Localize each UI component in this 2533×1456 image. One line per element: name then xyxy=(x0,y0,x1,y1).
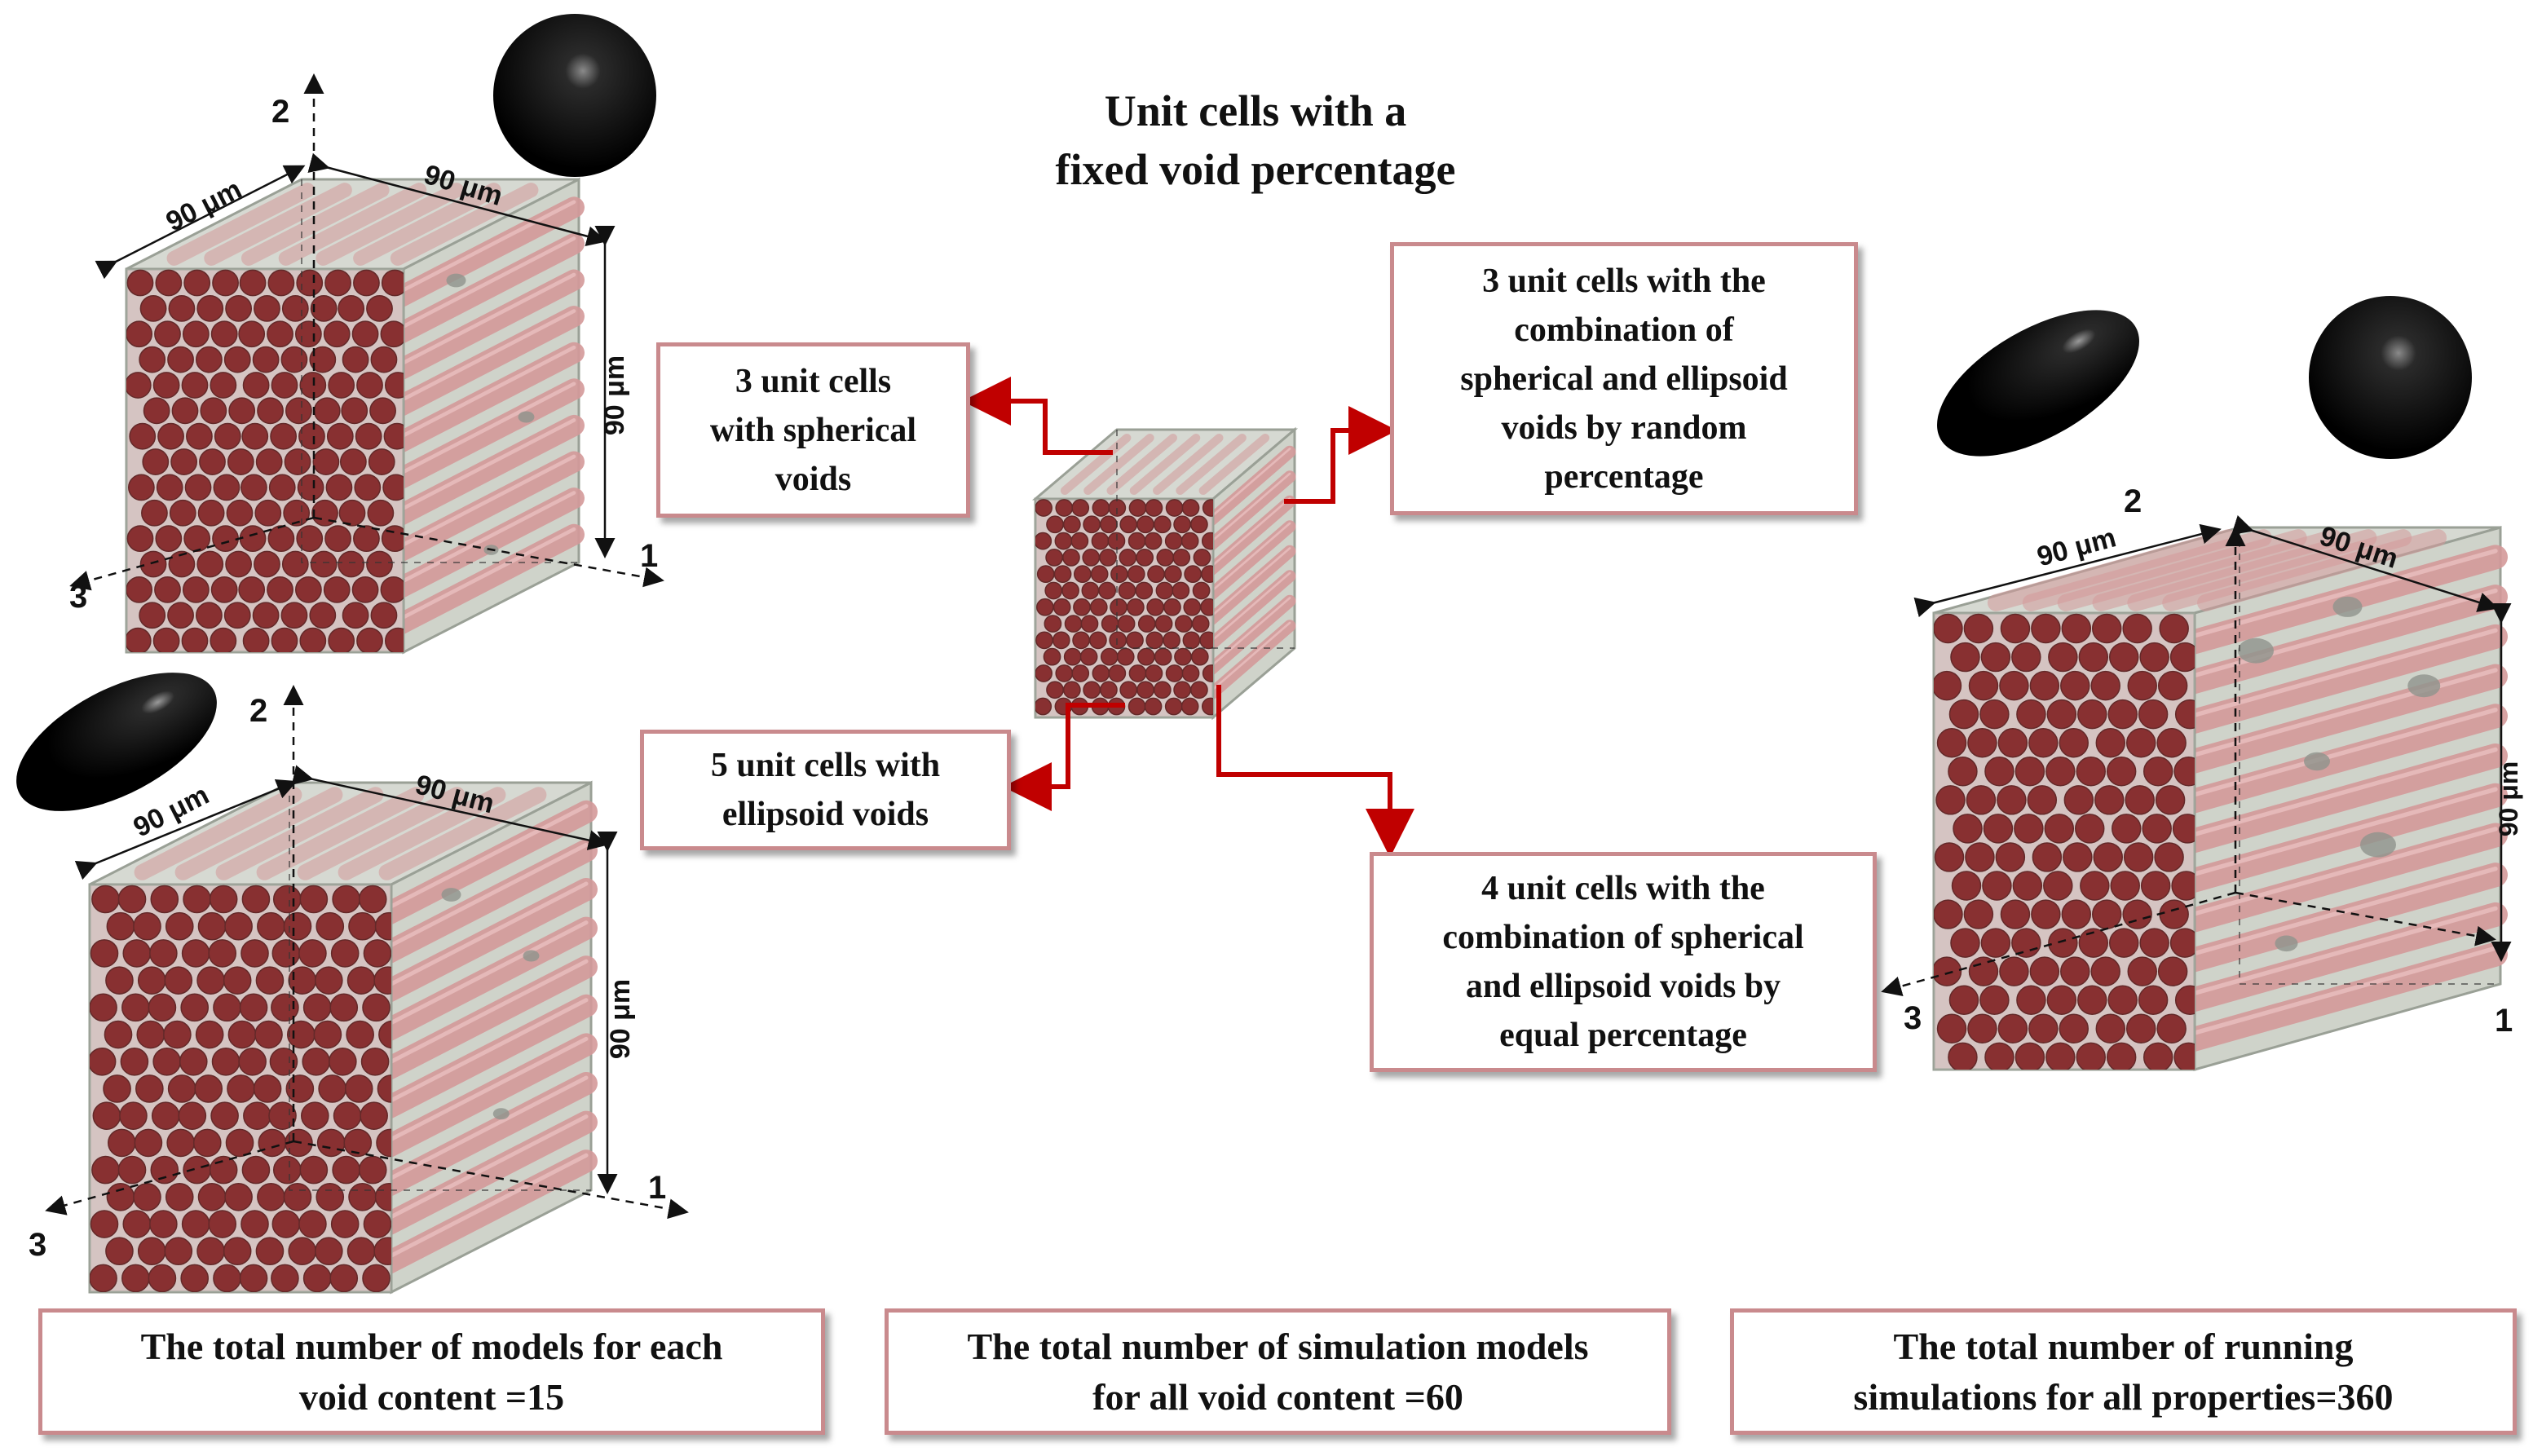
axes-top-left-label-3: 3 xyxy=(69,579,87,615)
arrow-to-equal xyxy=(1216,685,1414,858)
axes-right-label-1: 1 xyxy=(2495,1003,2513,1039)
box-total-models-text: The total number of models for each void… xyxy=(140,1325,723,1418)
axes-bottom-left-label-1: 1 xyxy=(648,1170,666,1206)
box-equal-combination: 4 unit cells with the combination of sph… xyxy=(1370,852,1877,1072)
arrow-to-ellipsoid xyxy=(1003,703,1125,811)
sphere-void-right xyxy=(2309,296,2472,459)
cube-top-left xyxy=(125,177,585,655)
ellipsoid-void-mid-left xyxy=(16,673,217,811)
box-total-models: The total number of models for each void… xyxy=(38,1308,825,1435)
arrow-to-spherical xyxy=(962,377,1113,455)
box-spherical-voids: 3 unit cells with spherical voids xyxy=(656,342,970,518)
axes-right-label-2: 2 xyxy=(2124,483,2142,519)
axes-right-label-3: 3 xyxy=(1904,1000,1922,1036)
box-total-simulation-models: The total number of simulation models fo… xyxy=(885,1308,1671,1435)
dim-bottom-left-height: 90 μm xyxy=(605,979,636,1059)
cube-right xyxy=(1932,526,2508,1071)
axes-right xyxy=(1881,526,2496,997)
dim-right-height: 90 μm xyxy=(2494,761,2523,837)
box-ellipsoid-voids-text: 5 unit cells with ellipsoid voids xyxy=(710,747,941,833)
box-ellipsoid-voids: 5 unit cells with ellipsoid voids xyxy=(640,730,1011,850)
dim-top-left-height: 90 μm xyxy=(599,355,630,435)
box-total-running-simulations-text: The total number of running simulations … xyxy=(1853,1325,2394,1418)
ellipsoid-void-right xyxy=(1937,310,2139,457)
axes-bottom-left-label-2: 2 xyxy=(249,693,267,729)
axes-top-left-label-1: 1 xyxy=(640,538,658,574)
box-spherical-voids-text: 3 unit cells with spherical voids xyxy=(709,362,917,498)
axes-top-left-label-2: 2 xyxy=(271,94,289,130)
diagram-title: Unit cells with a fixed void percentage xyxy=(1055,86,1456,194)
box-total-running-simulations: The total number of running simulations … xyxy=(1730,1308,2517,1435)
arrow-to-random xyxy=(1284,406,1397,504)
axes-bottom-left-label-3: 3 xyxy=(29,1227,46,1263)
box-total-simulation-models-text: The total number of simulation models fo… xyxy=(967,1325,1589,1418)
box-random-combination: 3 unit cells with the combination of sph… xyxy=(1390,242,1858,515)
axes-bottom-left xyxy=(45,685,689,1220)
cube-bottom-left xyxy=(88,780,598,1295)
box-equal-combination-text: 4 unit cells with the combination of sph… xyxy=(1442,870,1804,1054)
cube-center xyxy=(1031,426,1299,721)
sphere-void-top-left xyxy=(493,14,656,177)
box-random-combination-text: 3 unit cells with the combination of sph… xyxy=(1460,262,1788,496)
axes-top-left xyxy=(69,73,664,591)
